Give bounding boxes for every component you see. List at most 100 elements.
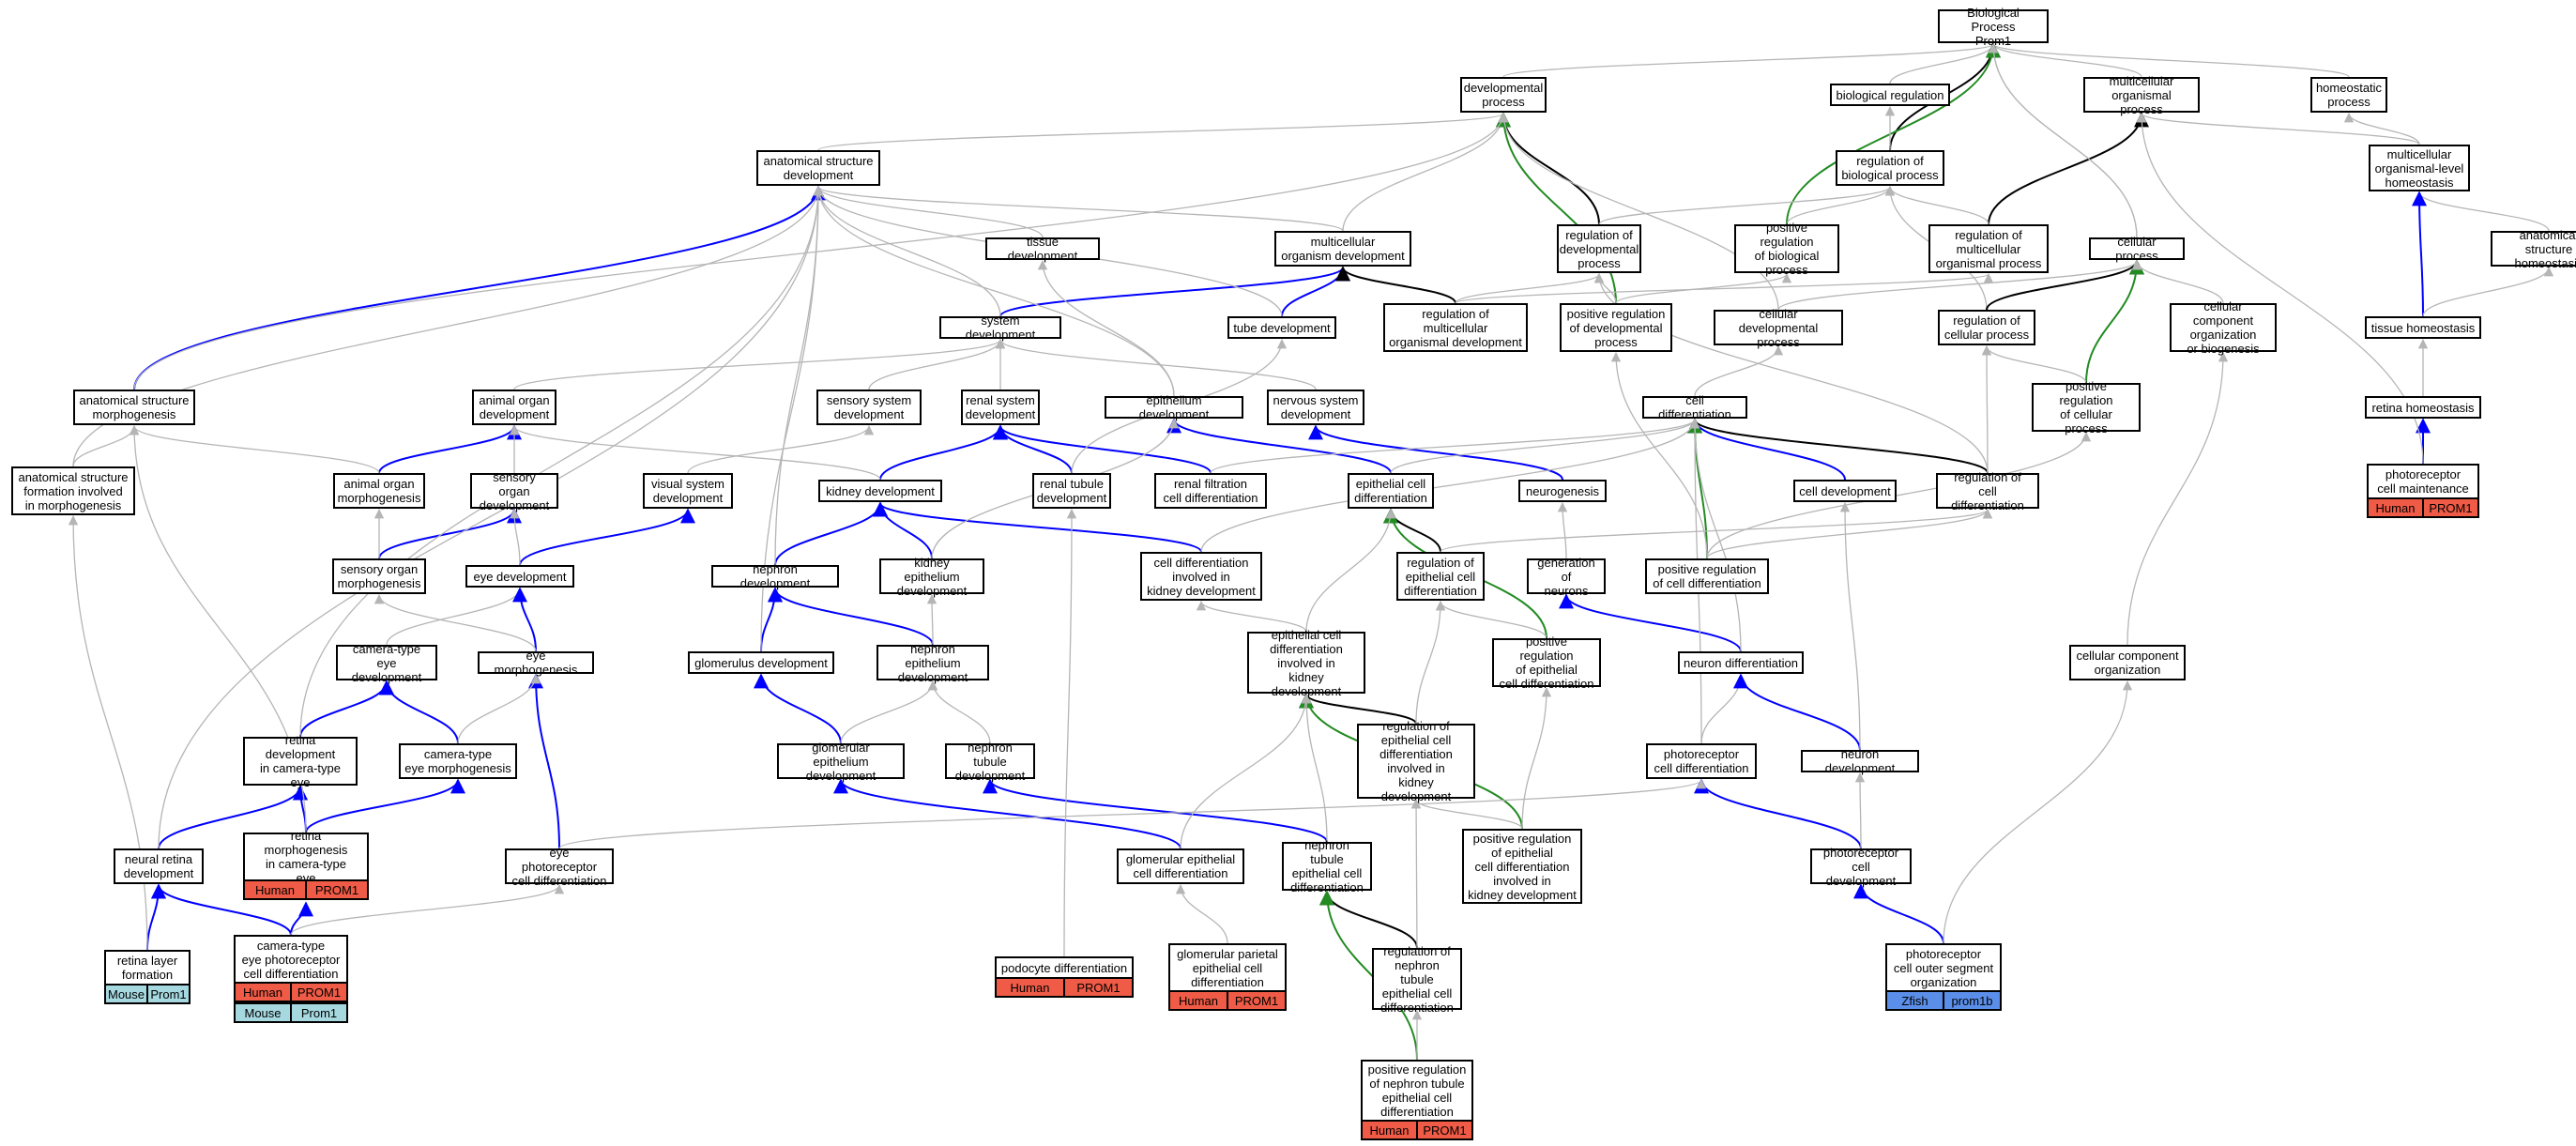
- go-term-rlf[interactable]: retina layer formation: [104, 950, 191, 986]
- edge-is-a: [1200, 418, 1700, 553]
- go-term-posregdev[interactable]: positive regulation of developmental pro…: [1560, 303, 1672, 352]
- go-term-neurdiff[interactable]: neuron differentiation: [1678, 651, 1804, 674]
- go-term-pcm[interactable]: photoreceptor cell maintenance: [2367, 464, 2479, 499]
- go-term-tubedev[interactable]: tube development: [1227, 316, 1336, 339]
- go-term-pcdev[interactable]: photoreceptor cell development: [1810, 846, 1912, 888]
- go-term-ntecd[interactable]: nephron tubule epithelial cell different…: [1282, 838, 1372, 894]
- go-term-epicelldiff[interactable]: epithelial cell differentiation: [1348, 473, 1434, 509]
- go-term-kidneydev[interactable]: kidney development: [818, 480, 942, 502]
- go-term-tissdev[interactable]: tissue development: [985, 235, 1100, 263]
- go-term-aod[interactable]: animal organ development: [472, 390, 556, 425]
- go-term-regcp[interactable]: regulation of cellular process: [1938, 310, 2035, 345]
- go-term-regdev[interactable]: regulation of developmental process: [1557, 224, 1641, 273]
- go-term-regcelldiff[interactable]: regulation of cell differentiation: [1936, 470, 2039, 512]
- go-term-neurogen[interactable]: neurogenesis: [1518, 480, 1607, 502]
- go-term-regepicd[interactable]: regulation of epithelial cell differenti…: [1396, 552, 1485, 601]
- go-term-regmcop[interactable]: regulation of multicellular organismal p…: [1928, 224, 2049, 273]
- go-term-posregbio[interactable]: positive regulation of biological proces…: [1734, 221, 1839, 277]
- go-term-genneur[interactable]: generation of neurons: [1527, 556, 1606, 598]
- go-term-som[interactable]: sensory organ morphogenesis: [332, 558, 426, 594]
- go-term-aom[interactable]: animal organ morphogenesis: [333, 473, 425, 509]
- go-term-nephepidev[interactable]: nephron epithelium development: [876, 642, 989, 684]
- go-term-epidev[interactable]: epithelium development: [1105, 393, 1243, 421]
- go-term-ecdikd[interactable]: epithelial cell differentiation involved…: [1247, 628, 1365, 698]
- go-term-ccorg[interactable]: cellular component organization: [2069, 645, 2186, 680]
- go-term-regmcod[interactable]: regulation of multicellular organismal d…: [1383, 303, 1528, 352]
- go-term-renalsys[interactable]: renal system development: [961, 390, 1040, 425]
- go-term-glomepicd[interactable]: glomerular epithelial cell differentiati…: [1117, 848, 1244, 884]
- go-term-asm[interactable]: anatomical structure morphogenesis: [73, 390, 195, 425]
- edge-is-a: [1981, 344, 1992, 474]
- go-term-ash[interactable]: anatomical structure homeostasis: [2491, 228, 2576, 270]
- go-term-sysdev[interactable]: system development: [939, 313, 1061, 342]
- go-term-multiorg[interactable]: multicellular organismal process: [2083, 74, 2200, 116]
- go-term-devproc[interactable]: developmental process: [1460, 77, 1547, 113]
- go-term-ctem[interactable]: camera-type eye morphogenesis: [399, 743, 517, 779]
- go-term-posregcp[interactable]: positive regulation of cellular process: [2032, 379, 2141, 435]
- go-term-asfim[interactable]: anatomical structure formation involved …: [11, 466, 135, 515]
- go-term-celldiff[interactable]: cell differentiation: [1642, 393, 1747, 421]
- go-term-retinahomeo[interactable]: retina homeostasis: [2365, 396, 2481, 419]
- go-term-glomepidev[interactable]: glomerular epithelium development: [777, 741, 905, 783]
- go-term-cellproc[interactable]: cellular process: [2089, 235, 2185, 263]
- go-term-vsd[interactable]: visual system development: [643, 473, 733, 509]
- go-term-tisshomeo[interactable]: tissue homeostasis: [2365, 316, 2481, 339]
- go-term-regbio[interactable]: regulation of biological process: [1836, 150, 1944, 186]
- go-term-nephdev[interactable]: nephron development: [711, 562, 839, 590]
- edge-is-a: [1786, 185, 1896, 225]
- edge-is-a: [1440, 508, 1992, 553]
- edge-is-a: [2414, 191, 2550, 232]
- go-term-neurdev[interactable]: neuron development: [1801, 747, 1919, 775]
- go-term-cdikd[interactable]: cell differentiation involved in kidney …: [1140, 552, 1262, 601]
- edge-is-a: [995, 338, 1317, 390]
- go-term-regecdikd[interactable]: regulation of epithelial cell differenti…: [1357, 719, 1475, 803]
- go-term-ctepcd[interactable]: camera-type eye photoreceptor cell diffe…: [234, 935, 348, 984]
- go-term-bioreg[interactable]: biological regulation: [1830, 84, 1950, 106]
- go-term-bp[interactable]: Biological Process Prom1: [1938, 6, 2049, 48]
- go-term-epcd[interactable]: eye photoreceptor cell differentiation: [505, 846, 614, 888]
- go-term-glomdev[interactable]: glomerulus development: [688, 651, 834, 674]
- edge-is-a: [840, 680, 938, 744]
- go-term-posregepicd[interactable]: positive regulation of epithelial cell d…: [1492, 634, 1601, 691]
- go-term-kidepidev[interactable]: kidney epithelium development: [879, 556, 984, 598]
- go-term-nervsys[interactable]: nervous system development: [1267, 390, 1364, 425]
- go-term-rdcte[interactable]: retina development in camera-type eye: [243, 733, 358, 789]
- go-term-homeo[interactable]: homeostatic process: [2310, 77, 2387, 113]
- edge-is-a: [1455, 272, 1993, 304]
- go-term-renalfilt[interactable]: renal filtration cell differentiation: [1154, 473, 1267, 509]
- go-term-eyemorph[interactable]: eye morphogenesis: [478, 649, 594, 677]
- go-term-poddiff[interactable]: podocyte differentiation: [995, 956, 1134, 979]
- go-term-gpecd[interactable]: glomerular parietal epithelial cell diff…: [1168, 943, 1287, 992]
- go-term-posregecdikd[interactable]: positive regulation of epithelial cell d…: [1462, 829, 1582, 904]
- edge-is-a: [1706, 508, 1993, 559]
- go-term-nephtubdev[interactable]: nephron tubule development: [945, 741, 1035, 783]
- go-term-sod[interactable]: sensory organ development: [470, 470, 558, 512]
- go-term-cted[interactable]: camera-type eye development: [336, 642, 437, 684]
- go-term-ssd[interactable]: sensory system development: [816, 390, 922, 425]
- go-term-celldev[interactable]: cell development: [1793, 480, 1897, 502]
- go-term-mcoh[interactable]: multicellular organismal-level homeostas…: [2369, 145, 2470, 191]
- go-term-photocd[interactable]: photoreceptor cell differentiation: [1646, 743, 1757, 779]
- go-term-posregcd[interactable]: positive regulation of cell differentiat…: [1645, 558, 1769, 594]
- go-term-regntecd[interactable]: regulation of nephron tubule epithelial …: [1372, 944, 1462, 1015]
- go-term-asd[interactable]: anatomical structure development: [756, 150, 880, 186]
- go-term-ccob[interactable]: cellular component organization or bioge…: [2170, 299, 2277, 356]
- go-term-posregntecd[interactable]: positive regulation of nephron tubule ep…: [1361, 1060, 1473, 1122]
- go-term-rmcte[interactable]: retina morphogenesis in camera-type eye: [243, 829, 369, 885]
- go-term-renaltub[interactable]: renal tubule development: [1032, 473, 1111, 509]
- go-term-celldevproc[interactable]: cellular developmental process: [1714, 307, 1843, 349]
- go-term-nrd[interactable]: neural retina development: [114, 848, 204, 884]
- edge-is-a: [509, 424, 881, 481]
- go-term-mod[interactable]: multicellular organism development: [1274, 231, 1411, 267]
- go-term-eyedev[interactable]: eye development: [465, 565, 574, 588]
- go-term-pcosorg[interactable]: photoreceptor cell outer segment organiz…: [1885, 943, 2002, 992]
